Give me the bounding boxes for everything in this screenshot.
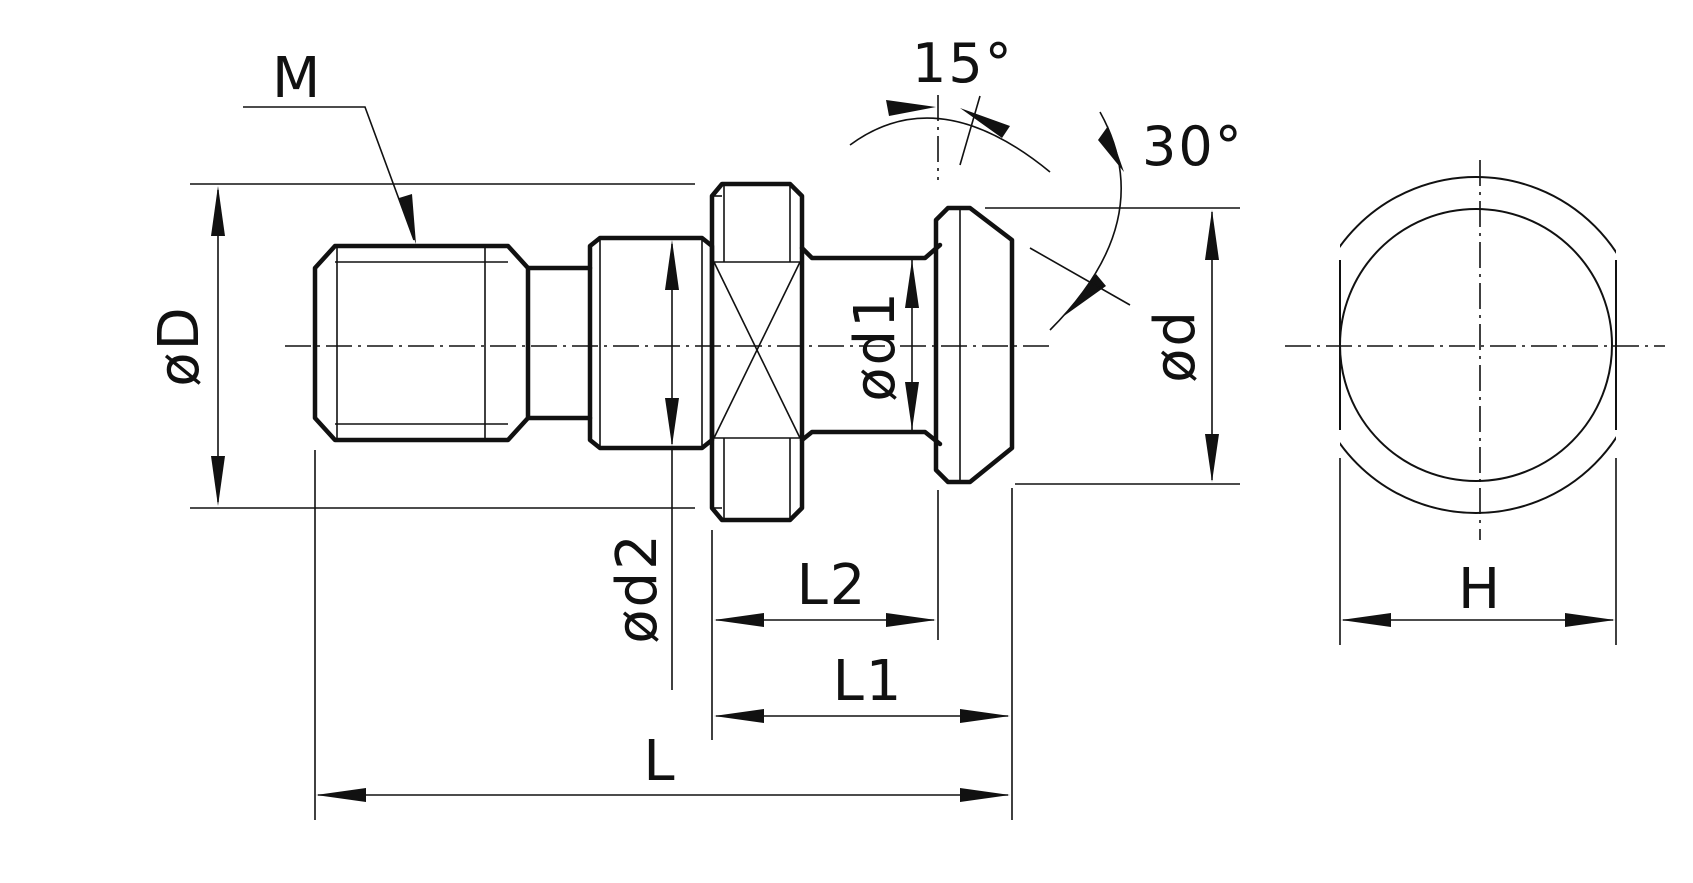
thread-relief	[525, 265, 593, 421]
front-view	[1339, 176, 1617, 514]
label-dia-neck: ød1	[843, 290, 908, 401]
collar	[587, 235, 715, 451]
dimension-lines	[211, 95, 1615, 802]
extension-lines	[190, 183, 1617, 820]
label-len-total: L	[643, 729, 676, 794]
neck	[799, 242, 943, 447]
hex-flange	[709, 181, 805, 523]
label-angle-head: 30°	[1142, 115, 1244, 178]
knob-head	[933, 205, 1015, 485]
label-dia-collar: ød2	[605, 532, 670, 643]
label-angle-top: 15°	[912, 32, 1014, 95]
thread-section	[312, 243, 531, 443]
label-width-flats: H	[1458, 557, 1502, 622]
label-dia-flange: øD	[147, 305, 212, 386]
label-thread: M	[272, 46, 322, 111]
labels: M 15° 30° øD ød1 ød ød2 L2 L1 L H	[147, 32, 1502, 794]
label-dia-head: ød	[1143, 309, 1208, 383]
side-view	[312, 181, 1015, 523]
label-len-l2: L2	[797, 553, 868, 618]
label-len-l1: L1	[833, 649, 904, 714]
